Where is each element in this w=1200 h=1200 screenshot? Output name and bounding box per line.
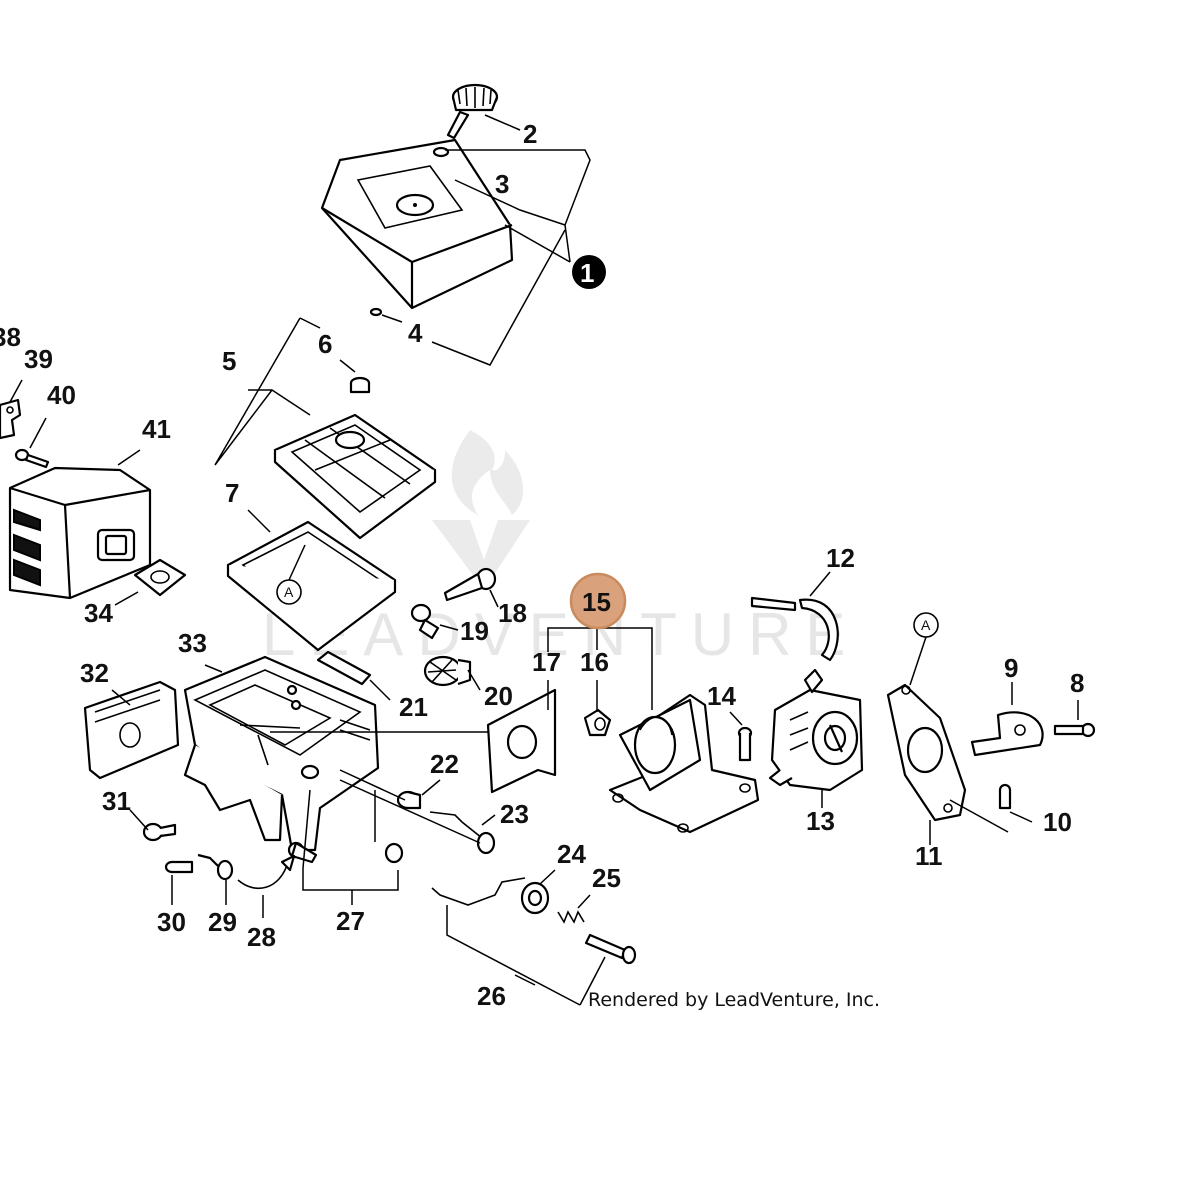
- ref-marker-a-right: A: [909, 612, 939, 686]
- callout-16: 16: [580, 647, 609, 677]
- part-heat-shield-32: [83, 680, 180, 780]
- part-pulley-24: [520, 881, 550, 915]
- callout-14: 14: [707, 681, 736, 711]
- part-screw-14: [737, 726, 753, 762]
- part-grommet-16: [583, 708, 612, 737]
- callout-29: 29: [208, 907, 237, 937]
- part-rod-23: [429, 811, 496, 855]
- callout-12: 12: [826, 543, 855, 573]
- part-tank-housing-33: [183, 655, 380, 852]
- ref-marker-a-left: A: [276, 544, 306, 605]
- callout-6: 6: [318, 329, 332, 359]
- part-pin-26: [584, 933, 637, 965]
- part-air-filter-cover: [320, 138, 514, 310]
- part-screw-30: [164, 860, 194, 874]
- callout-15-highlight: [569, 572, 627, 630]
- callout-41: 41: [142, 414, 171, 444]
- part-intake-manifold-15: [608, 693, 760, 834]
- part-terminal-29: [197, 853, 234, 881]
- part-wire-28: [237, 854, 296, 890]
- part-switch-27: [287, 841, 404, 864]
- callout-28: 28: [247, 922, 276, 952]
- part-handle-21: [316, 650, 372, 686]
- part-filter-20: [423, 655, 472, 687]
- ref-marker-a-right-text: A: [921, 617, 931, 633]
- part-air-filter: [273, 413, 437, 540]
- callout-39: 39: [24, 344, 53, 374]
- part-carburetor-13: [768, 668, 864, 792]
- callout-4: 4: [408, 318, 423, 348]
- part-choke-plate-9: [970, 711, 1044, 757]
- part-knob: [446, 83, 499, 140]
- part-bracket-39: [0, 398, 22, 440]
- callout-1-marker: [572, 255, 606, 289]
- callout-11: 11: [915, 841, 943, 871]
- part-screw-31: [142, 822, 177, 842]
- part-grommet-4: [369, 307, 383, 317]
- callout-2: 2: [523, 119, 537, 149]
- callout-23: 23: [500, 799, 529, 829]
- callout-13: 13: [806, 806, 835, 836]
- part-screw-8: [1053, 722, 1096, 738]
- callout-38: 38: [0, 322, 21, 352]
- callout-21: 21: [399, 692, 428, 722]
- callout-26: 26: [477, 981, 506, 1011]
- part-filter-gasket-7: [226, 520, 397, 652]
- callout-17: 17: [532, 647, 561, 677]
- part-fuel-hose-12: [750, 596, 839, 662]
- callout-32: 32: [80, 658, 109, 688]
- callout-27: 27: [336, 906, 365, 936]
- callout-34: 34: [84, 598, 113, 628]
- callout-25: 25: [592, 863, 621, 893]
- callout-24: 24: [557, 839, 586, 869]
- callout-5: 5: [222, 346, 236, 376]
- watermark-flame-icon: [451, 430, 524, 515]
- leader-lines: [9, 114, 1079, 1006]
- callout-7: 7: [225, 478, 239, 508]
- part-muffler-gasket-34: [133, 558, 187, 597]
- part-filter-nut-6: [349, 376, 371, 394]
- ref-marker-a-left-text: A: [284, 584, 294, 600]
- callout-9: 9: [1004, 653, 1018, 683]
- callout-20: 20: [484, 681, 513, 711]
- callout-8: 8: [1070, 668, 1084, 698]
- callout-31: 31: [102, 786, 131, 816]
- callout-22: 22: [430, 749, 459, 779]
- callout-1: 1: [580, 258, 594, 288]
- part-o-ring-3: [432, 146, 450, 158]
- callout-10: 10: [1043, 807, 1072, 837]
- callout-40: 40: [47, 380, 76, 410]
- part-fitting-19: [410, 603, 440, 640]
- callout-18: 18: [498, 598, 527, 628]
- callout-labels: 1 2 3 4 5 6 7 8 9 10 11 12 13 14 15 16 1…: [0, 119, 1084, 1011]
- part-spring-25: [557, 910, 585, 924]
- callout-15: 15: [582, 587, 611, 617]
- render-credit: Rendered by LeadVenture, Inc.: [588, 989, 880, 1011]
- callout-19: 19: [460, 616, 489, 646]
- part-throttle-rod-26: [431, 877, 526, 906]
- callout-33: 33: [178, 628, 207, 658]
- part-screw-40: [14, 448, 50, 469]
- part-screw-18: [443, 567, 497, 602]
- callout-3: 3: [495, 169, 509, 199]
- part-screw-10: [998, 783, 1012, 810]
- callout-30: 30: [157, 907, 186, 937]
- part-muffler: [8, 466, 152, 600]
- part-bushing-22: [396, 790, 422, 810]
- part-plate-17: [486, 688, 557, 794]
- watermark-v-icon: [432, 520, 530, 590]
- part-gasket-11: [886, 683, 967, 822]
